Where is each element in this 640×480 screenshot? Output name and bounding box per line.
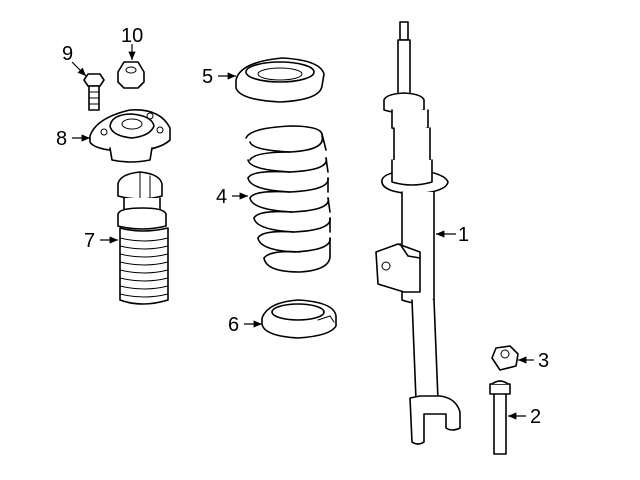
callout-3: 3: [518, 350, 549, 372]
callout-4: 4: [216, 186, 248, 208]
callout-label-2: 2: [530, 406, 541, 428]
callout-9: 9: [62, 43, 87, 77]
callout-label-9: 9: [62, 43, 73, 65]
callout-label-10: 10: [121, 25, 143, 47]
callout-6: 6: [228, 314, 262, 336]
callout-label-5: 5: [202, 66, 213, 88]
mount-nut[interactable]: [117, 61, 145, 89]
callout-5: 5: [202, 66, 236, 88]
bolt[interactable]: [489, 380, 511, 455]
dust-boot[interactable]: [117, 171, 169, 305]
callout-7: 7: [84, 230, 118, 252]
callout-10: 10: [121, 25, 143, 60]
callout-label-4: 4: [216, 186, 227, 208]
callout-label-6: 6: [228, 314, 239, 336]
callout-label-3: 3: [538, 350, 549, 372]
nut[interactable]: [491, 345, 519, 371]
mount-bolt[interactable]: [83, 73, 105, 111]
callout-1: 1: [436, 224, 469, 246]
strut-mount[interactable]: [89, 109, 171, 163]
strut-assembly[interactable]: [375, 21, 461, 445]
callout-label-1: 1: [458, 224, 469, 246]
upper-spring-seat[interactable]: [235, 57, 325, 103]
coil-spring[interactable]: [245, 125, 331, 273]
callout-label-7: 7: [84, 230, 95, 252]
callout-label-8: 8: [56, 128, 67, 150]
callout-8: 8: [56, 128, 90, 150]
callout-2: 2: [508, 406, 541, 428]
lower-spring-seat[interactable]: [261, 299, 337, 339]
